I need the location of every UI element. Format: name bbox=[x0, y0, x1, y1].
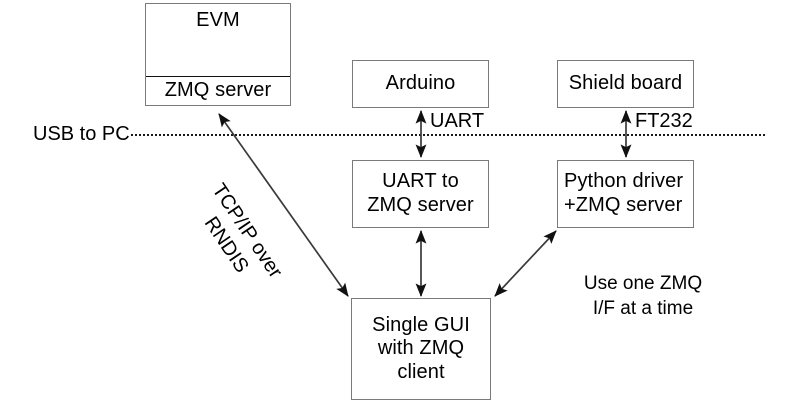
node-gui-line2: with ZMQ bbox=[377, 337, 465, 360]
edge-label-uart: UART bbox=[430, 110, 485, 132]
edge-label-tcpip-over-rndis: TCP/IP over RNDIS bbox=[199, 179, 287, 283]
node-uart-to-zmq-server-line2: ZMQ server bbox=[367, 194, 474, 216]
node-shield-board-label: Shield board bbox=[568, 72, 683, 95]
node-single-gui-zmq-client[interactable]: Single GUI with ZMQ client bbox=[351, 298, 491, 400]
node-evm[interactable]: EVM ZMQ server bbox=[145, 3, 291, 106]
node-python-driver-zmq-server[interactable]: Python driver +ZMQ server bbox=[557, 160, 694, 228]
node-evm-zmq-server: ZMQ server bbox=[146, 75, 290, 105]
node-gui-line1: Single GUI bbox=[372, 313, 470, 336]
edge-label-ft232: FT232 bbox=[635, 110, 693, 132]
note-use-one-zmq-interface: Use one ZMQ I/F at a time bbox=[583, 273, 703, 319]
arrow-pythondriver-gui-bidirectional bbox=[494, 230, 557, 297]
node-python-driver-line2: +ZMQ server bbox=[564, 194, 683, 216]
node-shield-board[interactable]: Shield board bbox=[557, 60, 694, 108]
usb-to-pc-separator-line bbox=[131, 134, 765, 136]
node-arduino-label: Arduino bbox=[385, 72, 456, 95]
node-uart-to-zmq-server[interactable]: UART to ZMQ server bbox=[352, 160, 489, 228]
node-uart-to-zmq-server-line1: UART to bbox=[382, 170, 459, 193]
node-arduino[interactable]: Arduino bbox=[352, 60, 489, 108]
node-evm-title: EVM bbox=[196, 9, 240, 31]
usb-to-pc-label: USB to PC bbox=[33, 123, 130, 145]
node-python-driver-line1: Python driver bbox=[564, 170, 684, 193]
node-gui-line3: client bbox=[397, 360, 445, 383]
